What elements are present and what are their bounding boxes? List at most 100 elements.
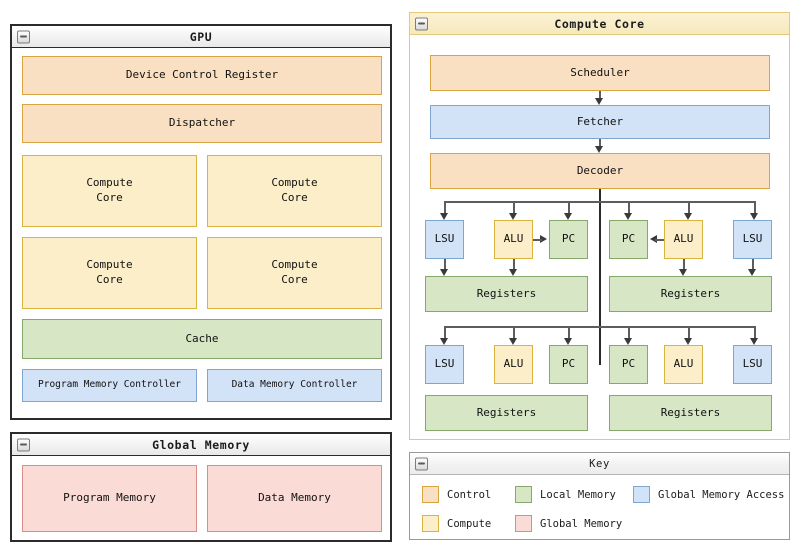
legend-swatch-control (422, 486, 439, 503)
block-fetcher[interactable]: Fetcher (430, 105, 770, 139)
panel-compute-core: Compute Core Scheduler Fetcher Decoder L… (409, 12, 790, 440)
connector-row1-stem-4 (628, 201, 630, 217)
arrow-row1-alu-to-pc-left (540, 235, 547, 243)
block-row1-alu-right[interactable]: ALU (664, 220, 703, 259)
block-row1-lsu-right[interactable]: LSU (733, 220, 772, 259)
connector-decoder-spine (599, 189, 601, 365)
legend-item-global-memory-access: Global Memory Access (633, 486, 784, 503)
arrow-row2-pc-right (624, 338, 632, 345)
connector-row1-stem-5 (688, 201, 690, 217)
arrow-row2-lsu-left (440, 338, 448, 345)
block-row1-pc-left[interactable]: PC (549, 220, 588, 259)
legend-label-control: Control (447, 488, 492, 501)
minus-box-icon[interactable] (415, 457, 428, 470)
connector-row1-stem-1 (444, 201, 446, 217)
block-decoder[interactable]: Decoder (430, 153, 770, 189)
panel-compute-core-title: Compute Core (554, 16, 645, 31)
panel-key-title: Key (589, 457, 610, 470)
arrow-row2-lsu-right (750, 338, 758, 345)
connector-scheduler-to-fetcher (599, 91, 601, 102)
connector-row2-bus (445, 326, 755, 328)
connector-row2-stem-6 (754, 326, 756, 342)
block-row2-registers-left[interactable]: Registers (425, 395, 588, 431)
connector-row2-stem-2 (513, 326, 515, 342)
panel-global-memory-titlebar: Global Memory (12, 434, 390, 456)
arrow-row1-lsu-left-to-reg (440, 269, 448, 276)
panel-gpu-titlebar: GPU (12, 26, 390, 48)
legend-label-compute: Compute (447, 517, 492, 530)
arrow-row1-alu-to-pc-right (650, 235, 657, 243)
legend-swatch-global-memory-access (633, 486, 650, 503)
block-row2-pc-right[interactable]: PC (609, 345, 648, 384)
connector-row2-stem-3 (568, 326, 570, 342)
arrow-row2-pc-left (564, 338, 572, 345)
panel-key-titlebar: Key (410, 453, 789, 475)
minus-box-icon[interactable] (17, 30, 30, 43)
connector-row1-alu-left-to-reg (513, 259, 515, 273)
panel-compute-core-titlebar: Compute Core (410, 13, 789, 35)
panel-key: Key Control Local Memory Global Memory A… (409, 452, 790, 540)
block-row1-lsu-left[interactable]: LSU (425, 220, 464, 259)
arrow-row1-pc-left (564, 213, 572, 220)
legend-label-global-memory: Global Memory (540, 517, 623, 530)
block-device-control-register[interactable]: Device Control Register (22, 56, 382, 95)
panel-global-memory: Global Memory Program Memory Data Memory (10, 432, 392, 542)
block-program-memory-controller[interactable]: Program Memory Controller (22, 369, 197, 402)
block-program-memory[interactable]: Program Memory (22, 465, 197, 532)
minus-box-icon[interactable] (415, 17, 428, 30)
block-row2-lsu-left[interactable]: LSU (425, 345, 464, 384)
connector-row1-lsu-left-to-reg (444, 259, 446, 273)
connector-row1-lsu-right-to-reg (752, 259, 754, 273)
arrow-row1-lsu-right-to-reg (748, 269, 756, 276)
arrow-fetcher-to-decoder (595, 146, 603, 153)
panel-global-memory-title: Global Memory (152, 437, 250, 452)
legend-item-control: Control (422, 486, 491, 503)
legend-swatch-local-memory (515, 486, 532, 503)
legend-item-local-memory: Local Memory (515, 486, 616, 503)
arrow-row1-lsu-left (440, 213, 448, 220)
block-row2-registers-right[interactable]: Registers (609, 395, 772, 431)
connector-row1-stem-2 (513, 201, 515, 217)
connector-row1-stem-3 (568, 201, 570, 217)
block-scheduler[interactable]: Scheduler (430, 55, 770, 91)
block-compute-core-4[interactable]: Compute Core (207, 237, 382, 309)
block-data-memory-controller[interactable]: Data Memory Controller (207, 369, 382, 402)
block-row2-alu-right[interactable]: ALU (664, 345, 703, 384)
block-row1-registers-left[interactable]: Registers (425, 276, 588, 312)
panel-gpu: GPU Device Control Register Dispatcher C… (10, 24, 392, 420)
block-data-memory[interactable]: Data Memory (207, 465, 382, 532)
block-row1-pc-right[interactable]: PC (609, 220, 648, 259)
legend-label-local-memory: Local Memory (540, 488, 616, 501)
arrow-row1-alu-left-to-reg (509, 269, 517, 276)
block-row2-alu-left[interactable]: ALU (494, 345, 533, 384)
arrow-row1-pc-right (624, 213, 632, 220)
legend-item-compute: Compute (422, 515, 491, 532)
block-compute-core-2[interactable]: Compute Core (207, 155, 382, 227)
legend-label-global-memory-access: Global Memory Access (658, 488, 785, 501)
connector-row1-alu-right-to-reg (683, 259, 685, 273)
arrow-row2-alu-left (509, 338, 517, 345)
arrow-row2-alu-right (684, 338, 692, 345)
block-row1-registers-right[interactable]: Registers (609, 276, 772, 312)
connector-row2-stem-1 (444, 326, 446, 342)
block-compute-core-3[interactable]: Compute Core (22, 237, 197, 309)
panel-gpu-title: GPU (189, 29, 213, 44)
connector-row2-stem-5 (688, 326, 690, 342)
block-row2-lsu-right[interactable]: LSU (733, 345, 772, 384)
block-compute-core-1[interactable]: Compute Core (22, 155, 197, 227)
legend-item-global-memory: Global Memory (515, 515, 622, 532)
block-dispatcher[interactable]: Dispatcher (22, 104, 382, 143)
connector-row1-bus (445, 201, 755, 203)
arrow-row1-alu-left (509, 213, 517, 220)
block-row2-pc-left[interactable]: PC (549, 345, 588, 384)
arrow-row1-alu-right (684, 213, 692, 220)
block-row1-alu-left[interactable]: ALU (494, 220, 533, 259)
legend-swatch-compute (422, 515, 439, 532)
block-cache[interactable]: Cache (22, 319, 382, 359)
legend-body: Control Local Memory Global Memory Acces… (410, 475, 789, 539)
connector-row1-alu-pc-right (655, 239, 664, 241)
arrow-row1-lsu-right (750, 213, 758, 220)
minus-box-icon[interactable] (17, 438, 30, 451)
legend-swatch-global-memory (515, 515, 532, 532)
